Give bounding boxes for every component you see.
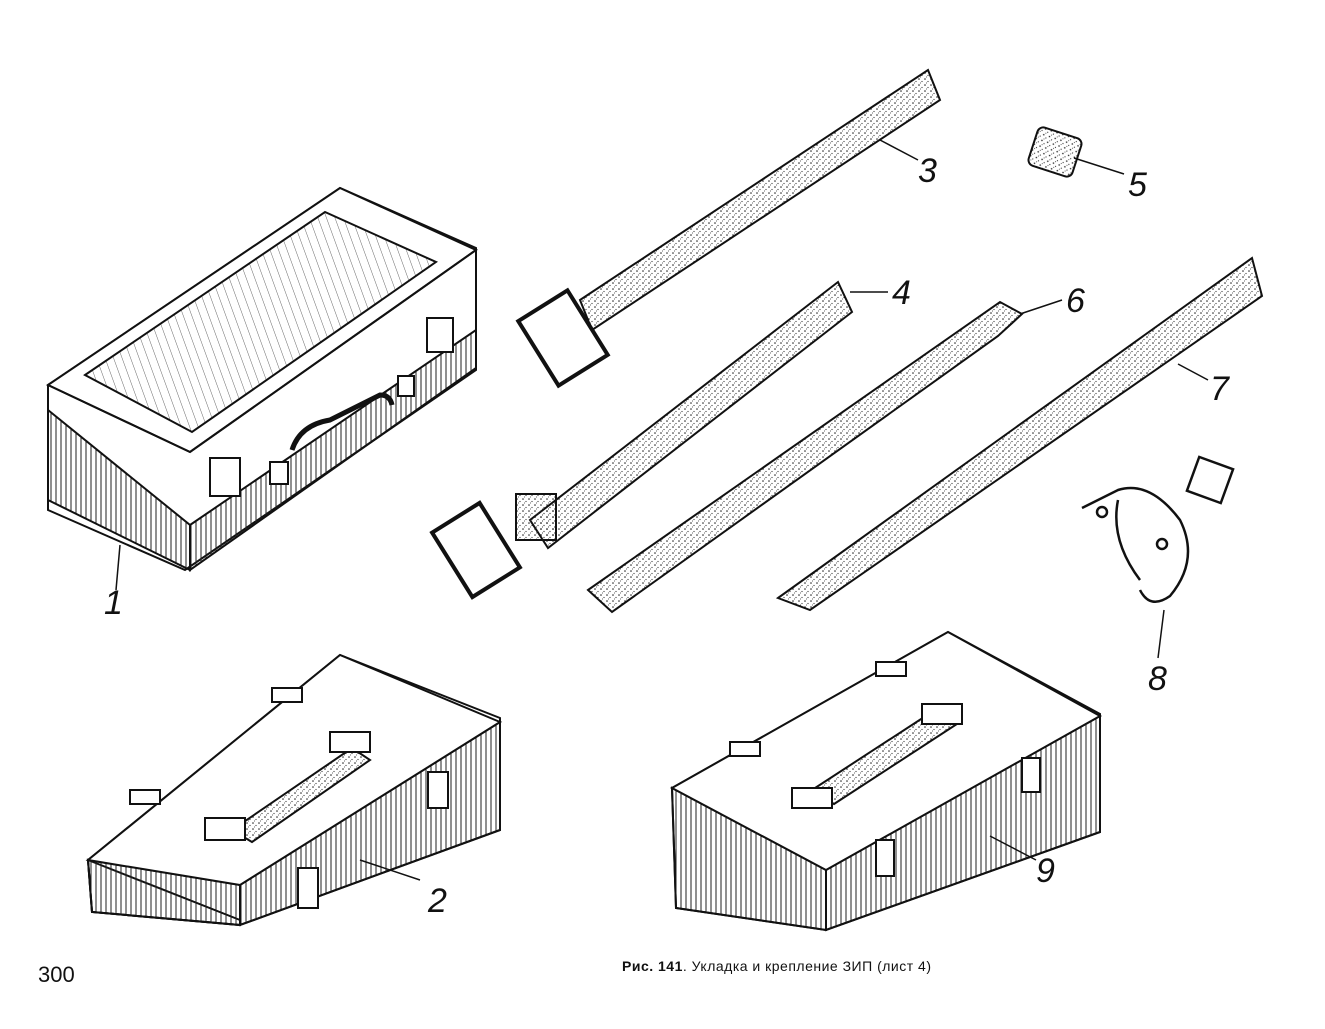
callout-7: 7 [1210,370,1230,408]
caption-prefix: Рис. 141 [622,958,683,974]
figure-caption: Рис. 141. Укладка и крепление ЗИП (лист … [622,958,931,974]
callout-3: 3 [918,152,937,190]
box-1 [45,186,478,572]
callout-6: 6 [1066,282,1085,320]
callout-4: 4 [892,274,911,312]
page-number: 300 [38,962,75,987]
strap-7 [775,256,1264,612]
box-9 [669,630,1103,932]
callout-5: 5 [1128,166,1147,204]
callout-8: 8 [1148,660,1167,698]
loop-5 [1027,126,1083,178]
leader-lines [115,139,1209,881]
clamp-8 [1081,455,1235,603]
box-2 [85,653,503,927]
strap-6 [586,300,1024,614]
caption-text: . Укладка и крепление ЗИП (лист 4) [682,958,932,974]
strap-3 [515,68,942,389]
callout-1: 1 [104,584,123,622]
callout-9: 9 [1036,852,1055,890]
callout-2: 2 [427,882,447,920]
strap-4 [429,280,854,600]
